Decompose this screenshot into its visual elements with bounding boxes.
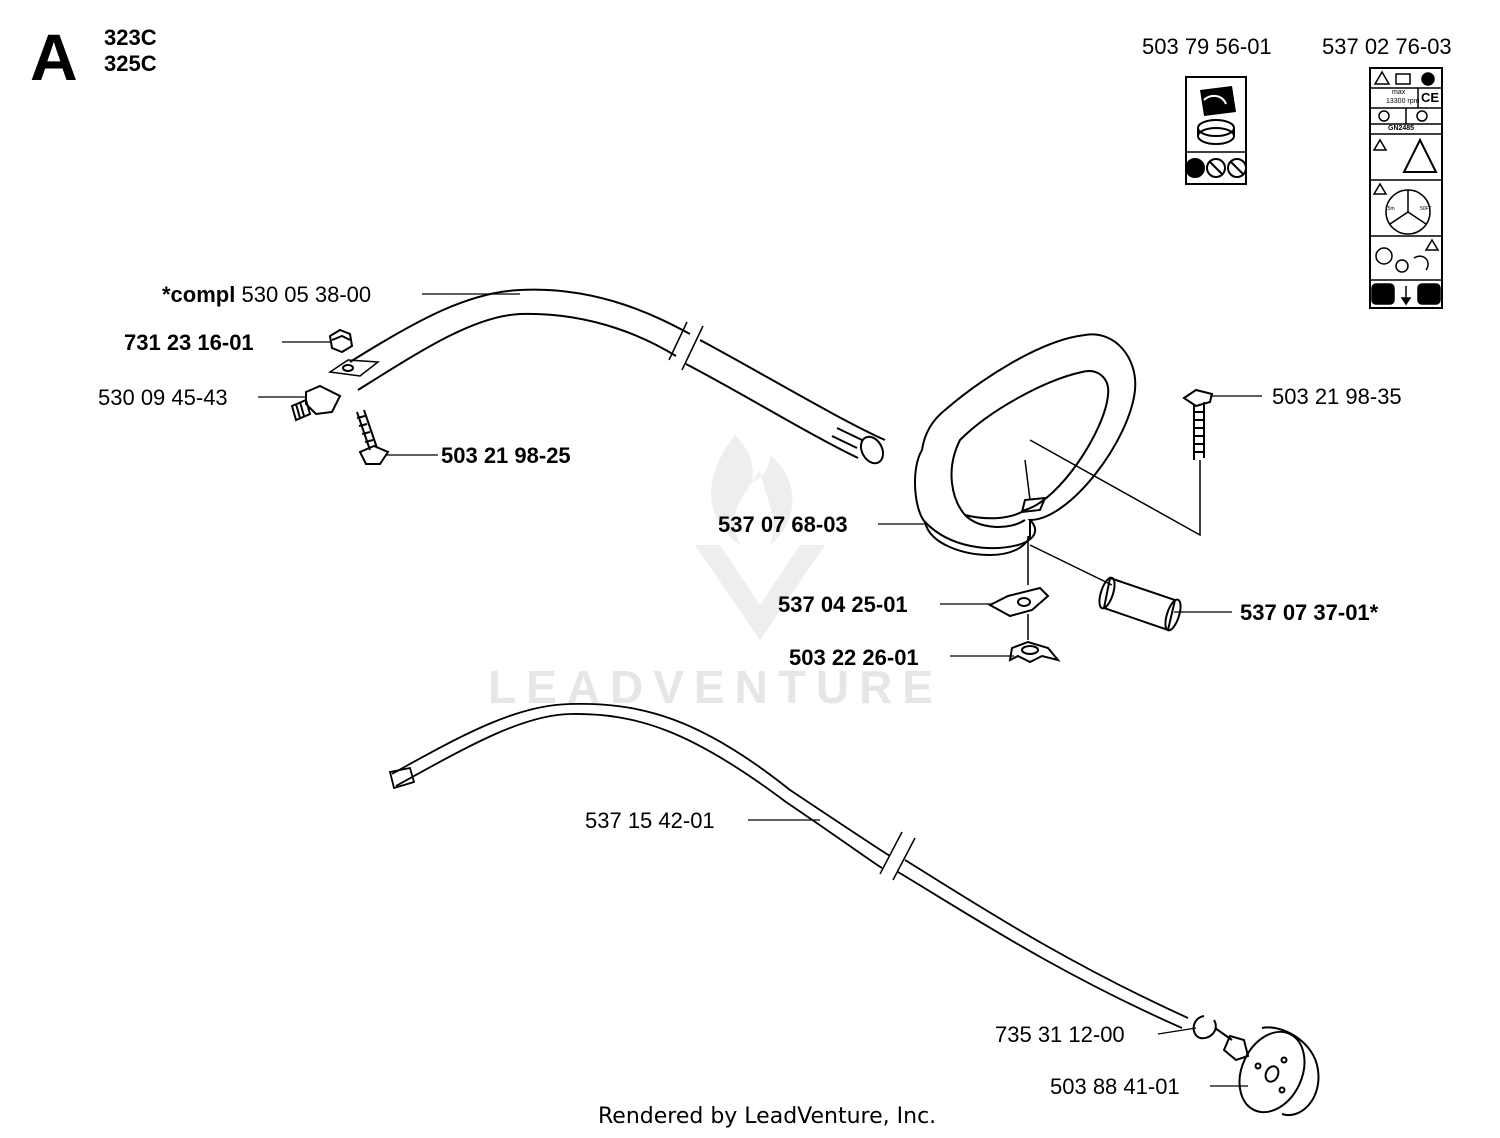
handle-spacer xyxy=(1029,544,1182,632)
callout-wing-nut: 503 22 26-01 xyxy=(789,645,919,670)
callout-handle-screw: 503 21 98-35 xyxy=(1272,384,1402,409)
shaft-tube xyxy=(349,288,886,465)
callout-handle-clamp: 537 04 25-01 xyxy=(778,592,908,617)
callout-leader-lines xyxy=(258,293,1262,1087)
callout-shaft-part-number: 530 05 38-00 xyxy=(241,282,372,307)
decal-text-code: GN2485 xyxy=(1388,125,1415,132)
callout-clamp-bolt: 503 21 98-25 xyxy=(441,443,571,468)
decal-503-79-56-01 xyxy=(1185,76,1247,185)
watermark-logo xyxy=(695,435,825,640)
callout-stud: 530 09 45-43 xyxy=(98,385,228,410)
model-number-2: 325C xyxy=(104,51,157,76)
decal-left-label: 503 79 56-01 xyxy=(1142,34,1272,59)
decal-text-max: max xyxy=(1392,89,1406,96)
callout-loop-handle: 537 07 68-03 xyxy=(718,512,848,537)
decal-537-02-76-03 xyxy=(1369,67,1443,309)
decal-right-label: 537 02 76-03 xyxy=(1322,34,1452,59)
section-letter: A xyxy=(30,20,78,94)
shaft-clamp-hardware xyxy=(290,328,390,465)
footer-credit: Rendered by LeadVenture, Inc. xyxy=(598,1104,937,1129)
decal-text-ce: CE xyxy=(1421,90,1440,105)
loop-handle xyxy=(914,333,1137,557)
callout-clutch-drum: 503 88 41-01 xyxy=(1050,1074,1180,1099)
callout-nut: 731 23 16-01 xyxy=(124,330,254,355)
callout-compl-prefix: *compl xyxy=(162,282,236,307)
model-number-1: 323C xyxy=(104,25,157,50)
cable-end-parts xyxy=(1192,1015,1320,1117)
handle-screw xyxy=(1029,388,1214,537)
drive-cable xyxy=(388,702,1189,1029)
callout-shaft-complete: *compl 530 05 38-00 xyxy=(162,282,371,308)
decal-text-feet: 50FT xyxy=(1420,206,1432,212)
callout-drive-cable: 537 15 42-01 xyxy=(585,808,715,833)
callout-retaining-clip: 735 31 12-00 xyxy=(995,1022,1125,1047)
callout-handle-spacer: 537 07 37-01* xyxy=(1240,600,1379,625)
handle-clamp xyxy=(987,536,1061,664)
decal-text-rpm: 13300 rpm xyxy=(1386,98,1420,105)
decal-text-distance: 15m xyxy=(1385,206,1395,212)
